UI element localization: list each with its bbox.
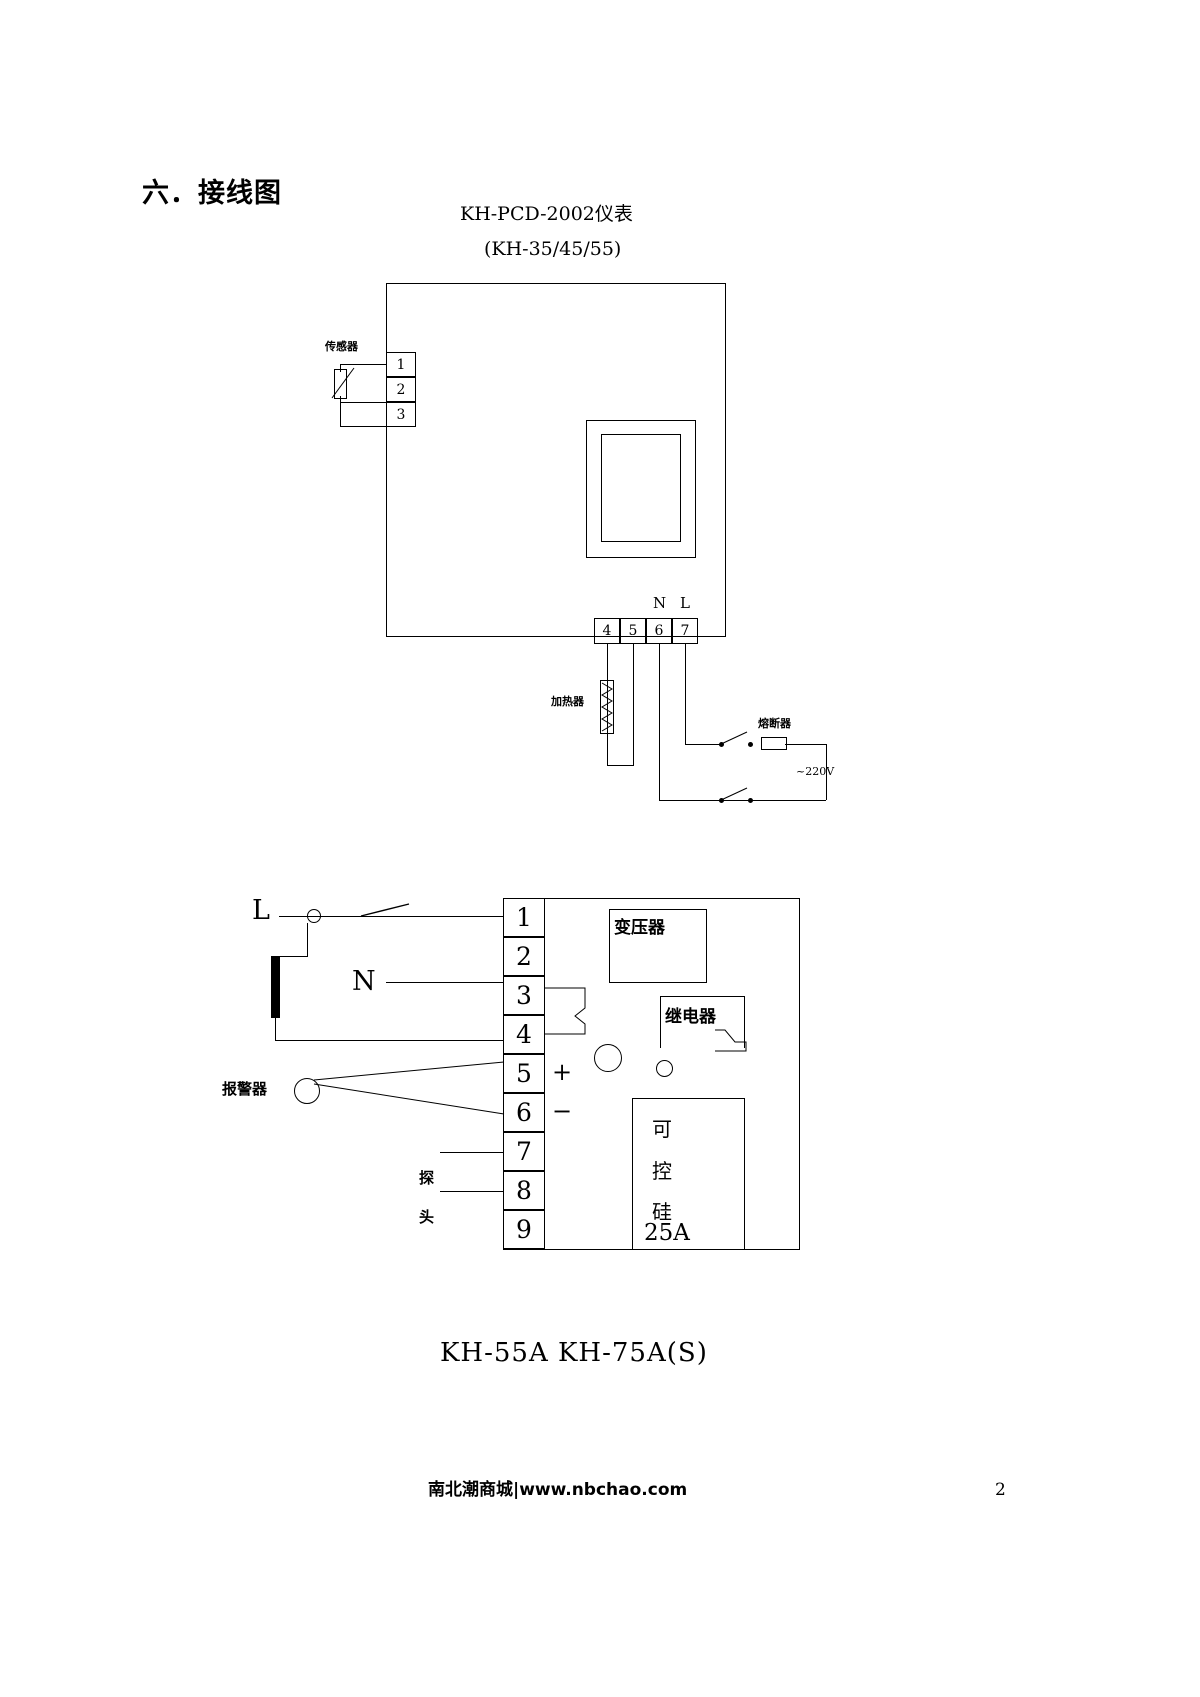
neutral-wire-to-terminal-2 xyxy=(386,982,504,983)
scr-block xyxy=(632,1098,745,1250)
terminal-6[interactable]: 6 xyxy=(646,618,672,644)
terminal-2[interactable]: 2 xyxy=(386,377,416,402)
terminal-5[interactable]: 5 xyxy=(620,618,646,644)
sensor-wire-top xyxy=(340,364,387,365)
fuse-icon xyxy=(761,737,787,750)
load-wire-down xyxy=(275,1018,276,1040)
terminal-1[interactable]: 1 xyxy=(386,352,416,377)
switch-contact-dot xyxy=(719,742,724,747)
terminal-3[interactable]: 3 xyxy=(386,402,416,427)
heater-element-icon xyxy=(600,680,614,734)
supply-voltage-label: ~220V xyxy=(796,765,835,778)
terminal-3[interactable]: 3 xyxy=(503,976,545,1015)
terminal-9[interactable]: 9 xyxy=(503,1210,545,1249)
scr-label-char1: 可 xyxy=(652,1117,672,1141)
relay-contact-bracket-icon xyxy=(545,987,586,1035)
alarm-wires xyxy=(313,1061,505,1115)
transformer-label: 变压器 xyxy=(614,918,665,938)
diagram2-caption: KH-55A KH-75A(S) xyxy=(440,1338,708,1368)
footer-watermark: 南北潮商城|www.nbchao.com xyxy=(428,1480,688,1500)
terminal-4[interactable]: 4 xyxy=(503,1015,545,1054)
polarity-plus-label: + xyxy=(552,1058,573,1086)
page-title: 六．接线图 xyxy=(142,178,282,209)
mains-neutral-label: N xyxy=(653,594,667,612)
terminal-7[interactable]: 7 xyxy=(672,618,698,644)
junction-node-icon xyxy=(307,909,321,923)
scr-label-char2: 控 xyxy=(652,1159,672,1183)
fuse-label: 熔断器 xyxy=(758,717,791,730)
switch-contact-dot xyxy=(748,798,753,803)
sensor-lead-upper xyxy=(340,364,341,372)
diagram1-title-line2: (KH-35/45/55) xyxy=(484,238,622,260)
probe-wire-terminal-7 xyxy=(440,1152,504,1153)
terminal-2[interactable]: 2 xyxy=(503,937,545,976)
fuse-wire-right xyxy=(785,744,826,745)
live-wire-horizontal xyxy=(685,744,721,745)
polarity-minus-label: − xyxy=(552,1097,573,1125)
live-input-wire xyxy=(279,916,409,917)
probe-label-char1: 探 xyxy=(419,1169,435,1187)
heater-wire-bottom xyxy=(607,765,634,766)
main-switch-icon xyxy=(360,903,410,917)
sensor-lead-down xyxy=(340,402,341,426)
neutral-wire-vertical xyxy=(659,644,660,800)
heater-label: 加热器 xyxy=(551,695,584,708)
neutral-wire-horizontal xyxy=(659,800,826,801)
terminal-5[interactable]: 5 xyxy=(503,1054,545,1093)
heater-wire-left xyxy=(607,644,608,765)
instrument-body-outline xyxy=(386,283,726,637)
switch-contact-dot xyxy=(748,742,753,747)
terminal-7[interactable]: 7 xyxy=(503,1132,545,1171)
probe-label-char2: 头 xyxy=(419,1208,435,1226)
terminal-4[interactable]: 4 xyxy=(594,618,620,644)
live-wire-vertical xyxy=(685,644,686,744)
mains-live-label: L xyxy=(680,594,690,612)
thermistor-slash-icon xyxy=(331,367,355,399)
input-neutral-label: N xyxy=(352,966,376,997)
terminal-6[interactable]: 6 xyxy=(503,1093,545,1132)
input-live-label: L xyxy=(252,895,270,926)
relay-contact-icon xyxy=(715,1029,747,1052)
load-wire-to-terminal-4 xyxy=(275,1040,504,1041)
fuse-branch-vertical xyxy=(307,923,308,956)
instrument-display-outer xyxy=(586,420,696,558)
instrument-display-inner xyxy=(601,434,681,542)
sensor-label: 传感器 xyxy=(325,340,358,353)
heater-wire-right xyxy=(633,644,634,765)
sensor-wire-mid xyxy=(340,402,387,403)
indicator-led-icon xyxy=(656,1060,673,1077)
potentiometer-icon xyxy=(594,1044,622,1072)
sensor-wire-bottom xyxy=(340,426,387,427)
transformer-block xyxy=(609,909,707,983)
scr-rating-label: 25A xyxy=(644,1220,690,1246)
load-element-icon xyxy=(271,956,280,1018)
relay-label: 继电器 xyxy=(665,1007,716,1027)
thermistor-icon xyxy=(334,369,347,399)
supply-wire-right xyxy=(826,744,827,800)
sensor-lead-lower xyxy=(340,396,341,403)
terminal-8[interactable]: 8 xyxy=(503,1171,545,1210)
scr-label-char3: 硅 xyxy=(652,1200,672,1224)
live-wire-to-terminal-1 xyxy=(408,916,504,917)
fuse-branch-horizontal xyxy=(276,956,308,957)
switch-contact-dot xyxy=(719,798,724,803)
relay-block xyxy=(660,996,745,1048)
alarm-device-icon xyxy=(294,1078,320,1104)
diagram1-title-line1: KH-PCD-2002仪表 xyxy=(460,203,633,225)
page-number: 2 xyxy=(995,1480,1006,1500)
terminal-1[interactable]: 1 xyxy=(503,898,545,937)
alarm-label: 报警器 xyxy=(222,1080,268,1098)
probe-wire-terminal-8 xyxy=(440,1191,504,1192)
